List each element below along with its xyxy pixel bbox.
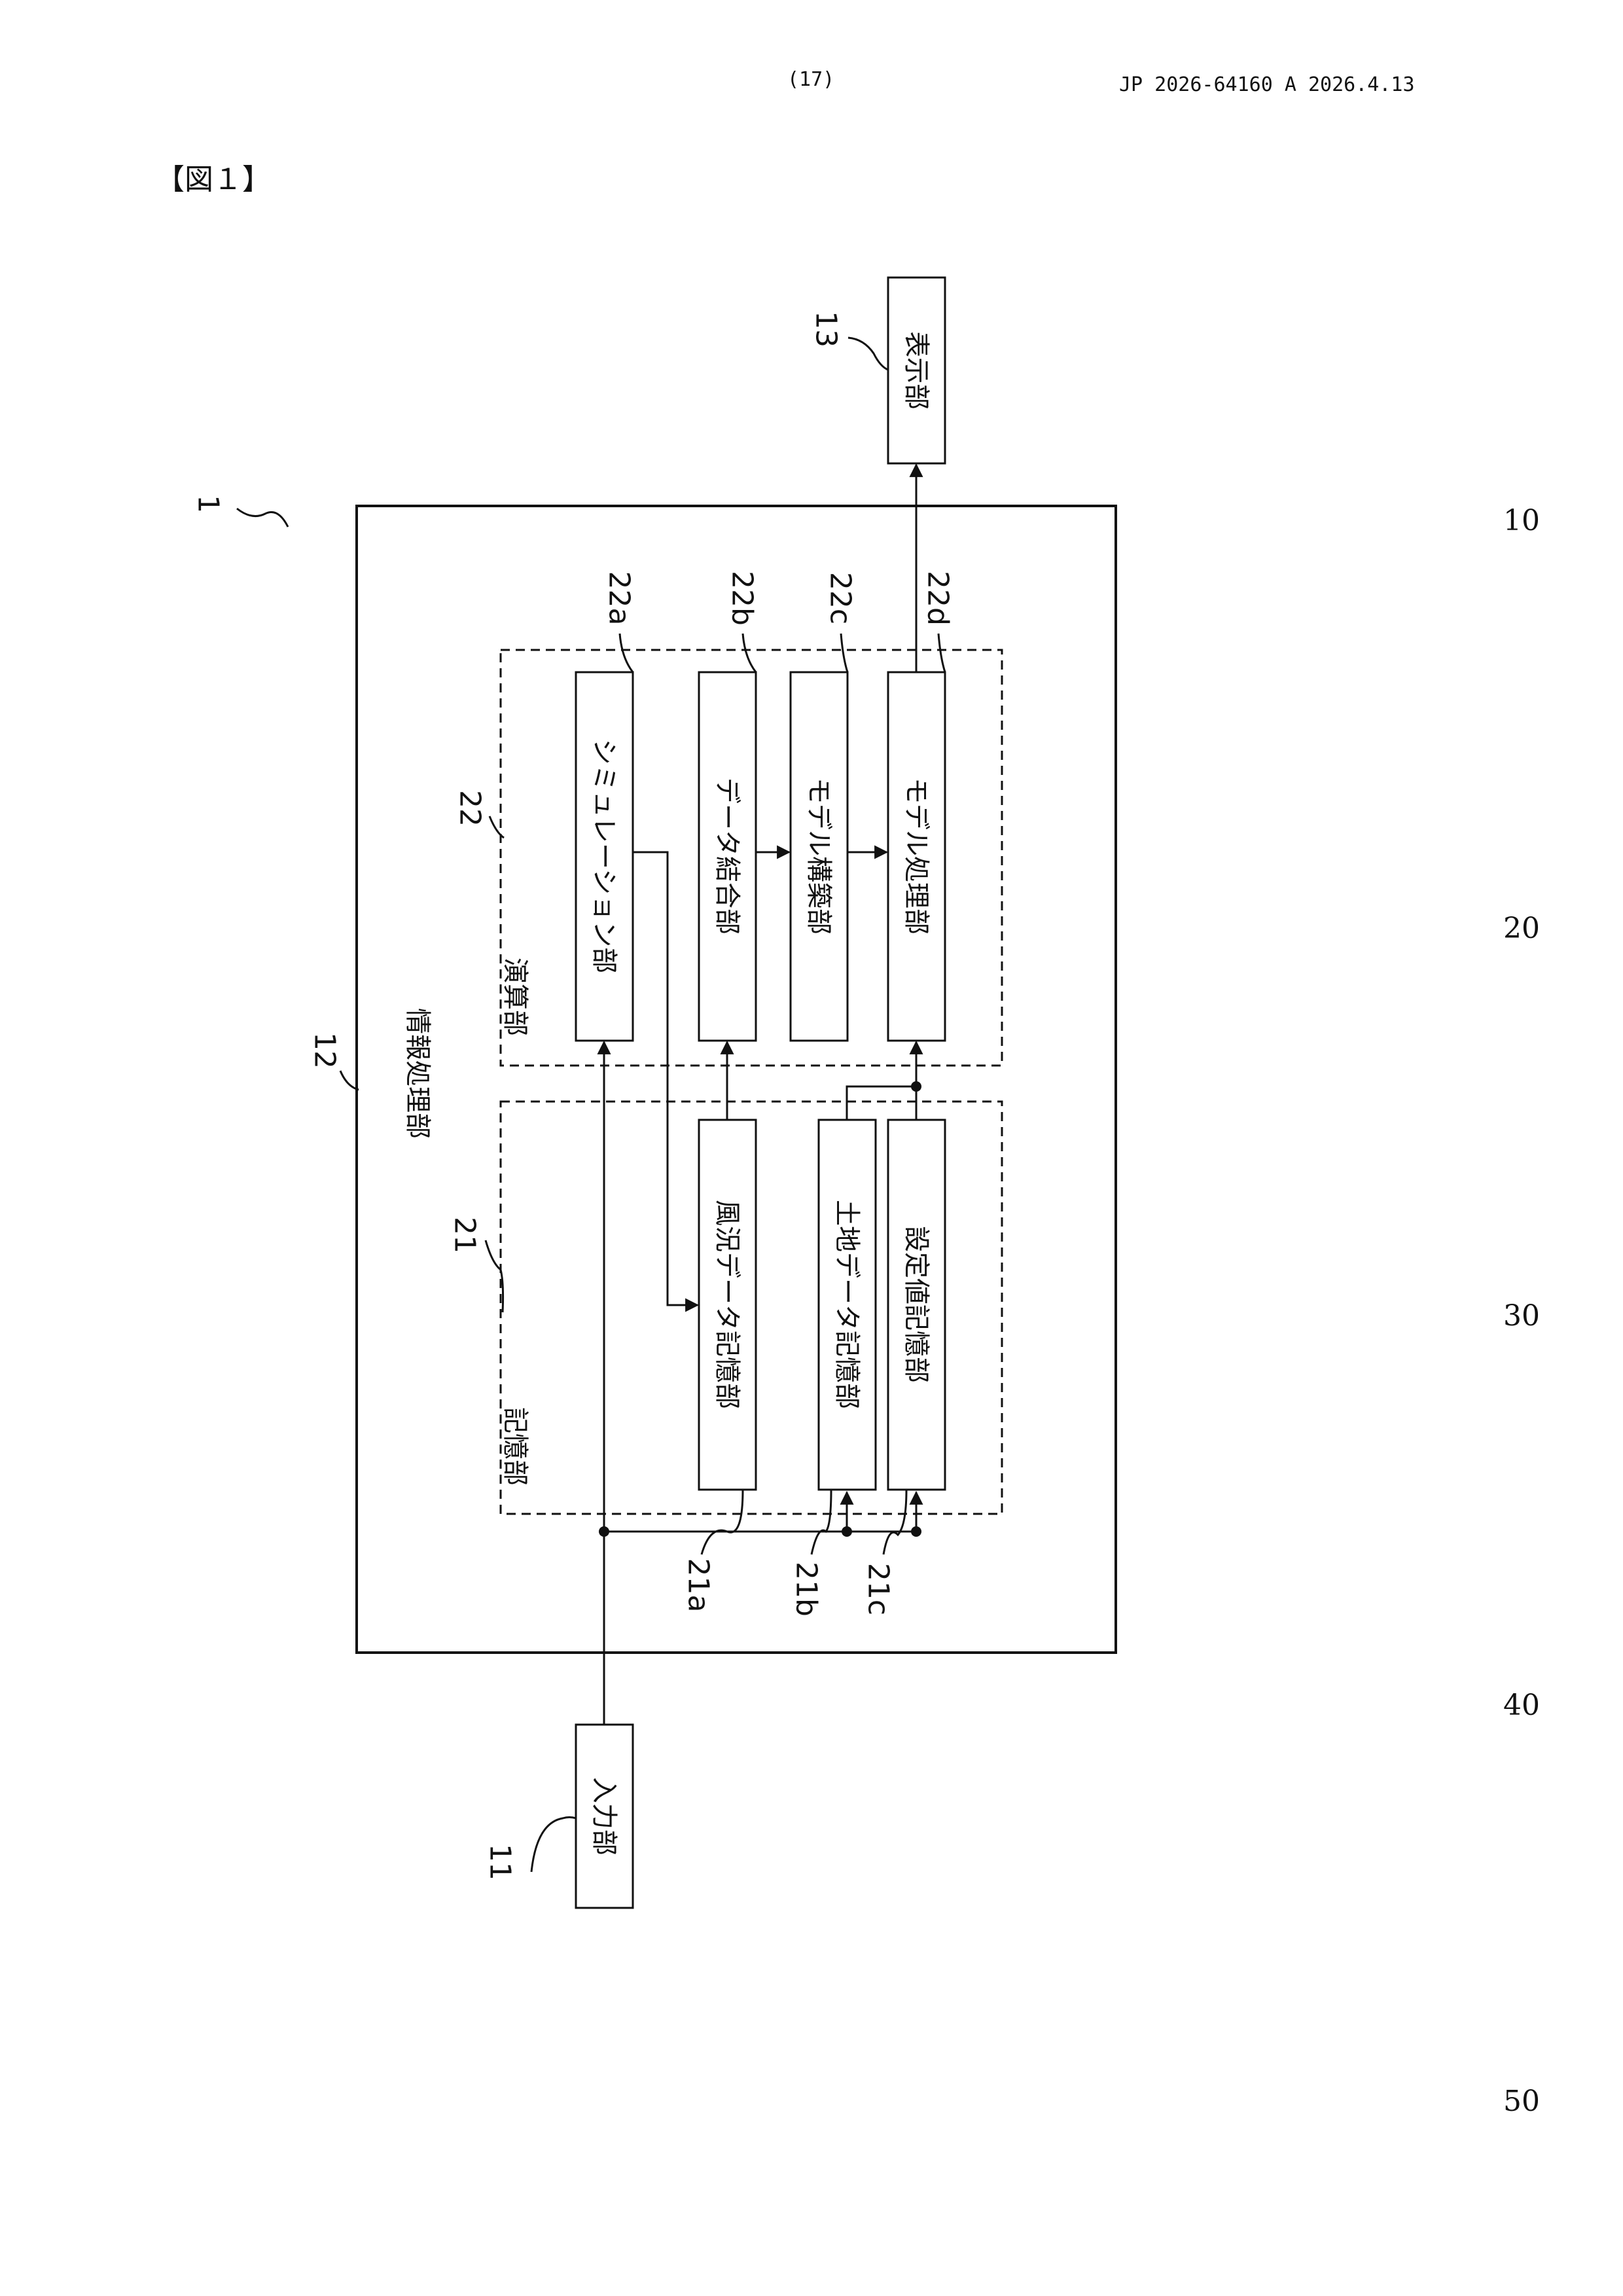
label-22b: データ結合部 bbox=[712, 778, 742, 935]
label-display: 表示部 bbox=[901, 331, 931, 410]
ref-22b: 22b bbox=[726, 571, 759, 626]
ref-11: 11 bbox=[484, 1844, 517, 1880]
ref-22a: 22a bbox=[603, 571, 636, 626]
label-21c: 設定値記憶部 bbox=[901, 1226, 931, 1383]
label-calc: 演算部 bbox=[500, 958, 530, 1036]
signal-lines bbox=[604, 465, 916, 1725]
leader-lines bbox=[237, 338, 945, 1872]
ref-21a: 21a bbox=[682, 1558, 715, 1613]
label-22c: モデル構築部 bbox=[804, 778, 834, 935]
ref-21b: 21b bbox=[790, 1562, 823, 1617]
label-21a: 風況データ記憶部 bbox=[712, 1200, 742, 1409]
ref-22: 22 bbox=[454, 790, 487, 827]
label-22a: シミュレーション部 bbox=[589, 739, 619, 973]
ref-22c: 22c bbox=[824, 572, 857, 624]
ref-22d: 22d bbox=[921, 571, 955, 626]
label-22d: モデル処理部 bbox=[901, 778, 931, 935]
ref-12: 12 bbox=[308, 1032, 342, 1069]
label-input: 入力部 bbox=[589, 1777, 619, 1856]
label-21b: 土地データ記憶部 bbox=[832, 1200, 862, 1409]
ref-13: 13 bbox=[810, 311, 843, 348]
ref-1: 1 bbox=[192, 495, 225, 513]
ref-21c: 21c bbox=[862, 1563, 895, 1615]
label-info-proc: 情報処理部 bbox=[402, 1008, 433, 1139]
ref-21: 21 bbox=[448, 1217, 482, 1253]
label-storage: 記憶部 bbox=[500, 1407, 530, 1486]
